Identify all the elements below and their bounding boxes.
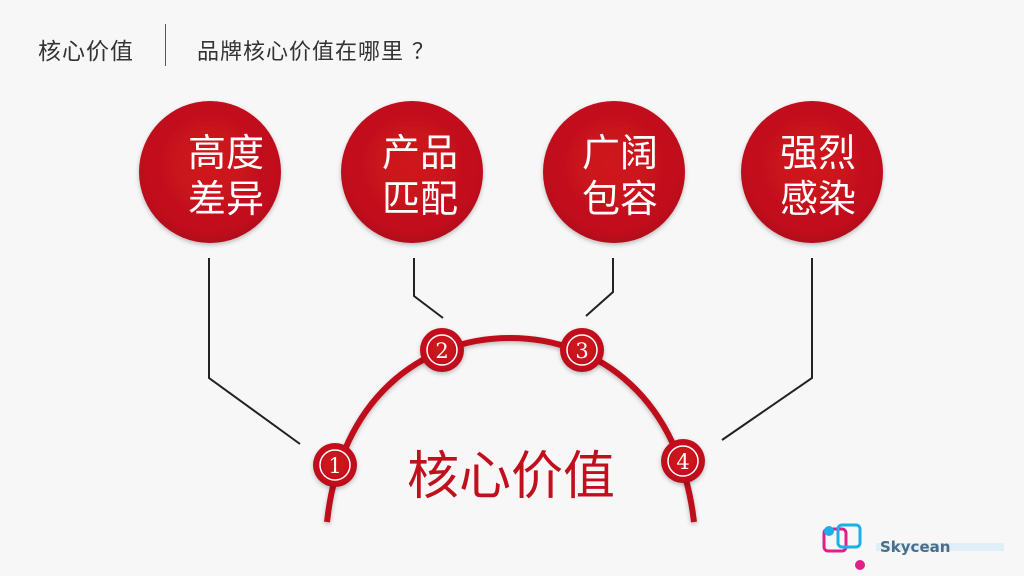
header-divider xyxy=(165,24,166,66)
center-label: 核心价值 xyxy=(407,447,615,507)
connector-line-4 xyxy=(721,258,813,441)
value-circle-4-line2: 感染 xyxy=(780,177,856,221)
node-4-number: 4 xyxy=(676,450,689,474)
core-arc xyxy=(324,334,697,523)
node-1-number: 1 xyxy=(328,454,341,478)
connector-line-2 xyxy=(413,258,444,319)
node-2: 2 xyxy=(420,328,464,372)
value-circle-4: 强烈 感染 xyxy=(741,101,883,243)
logo-text: Skycean xyxy=(880,538,950,556)
value-circle-4-line1: 强烈 xyxy=(780,131,856,175)
node-2-number: 2 xyxy=(435,339,448,363)
value-circle-1: 高度 差异 xyxy=(139,101,281,243)
value-circle-1-line1: 高度 xyxy=(188,131,264,175)
connector-line-3 xyxy=(585,258,614,317)
value-circle-1-line2: 差异 xyxy=(188,177,264,221)
value-circle-2-line1: 产品 xyxy=(382,131,458,175)
value-circle-2: 产品 匹配 xyxy=(341,101,483,243)
page-title: 核心价值 xyxy=(38,39,134,65)
node-3-number: 3 xyxy=(575,339,588,363)
node-4: 4 xyxy=(661,439,705,483)
value-circle-2-line2: 匹配 xyxy=(382,177,458,221)
value-circle-3-line2: 包容 xyxy=(582,177,658,221)
value-circle-3: 广阔 包容 xyxy=(543,101,685,243)
value-circle-3-line1: 广阔 xyxy=(582,131,658,175)
node-3: 3 xyxy=(560,328,604,372)
node-1: 1 xyxy=(313,443,357,487)
page-subtitle: 品牌核心价值在哪里 ？ xyxy=(197,40,435,65)
skycean-logo: Skycean xyxy=(822,523,1004,570)
connector-line-1 xyxy=(208,258,301,445)
